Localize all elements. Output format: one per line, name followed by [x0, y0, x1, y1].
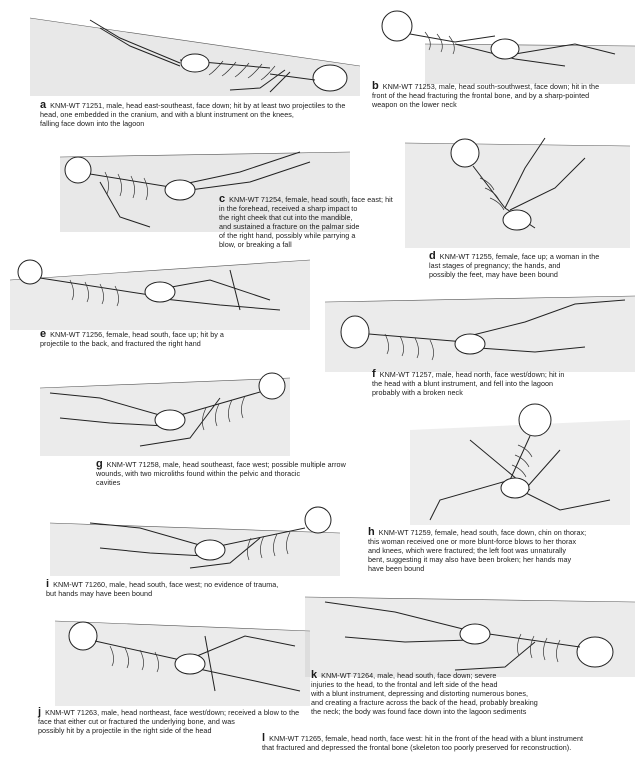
panel-letter-j: j — [38, 706, 42, 718]
panel-letter-h: h — [368, 526, 375, 538]
skeleton-illustration-k — [304, 582, 636, 677]
skeleton-illustration-g — [39, 368, 291, 456]
skeleton-illustration-b — [365, 4, 636, 84]
panel-letter-e: e — [40, 328, 47, 340]
panel-letter-d: d — [429, 250, 436, 262]
caption-text-a: KNM-WT 71251, male, head east-southeast,… — [40, 101, 346, 128]
panel-letter-c: c — [219, 193, 226, 205]
panel-letter-i: i — [46, 578, 50, 590]
panel-letter-g: g — [96, 458, 103, 470]
panel-letter-f: f — [372, 368, 376, 380]
caption-text-f: KNM-WT 71257, male, head north, face wes… — [372, 370, 565, 397]
panel-letter-a: a — [40, 99, 47, 111]
skeleton-illustration-d — [404, 128, 631, 248]
caption-text-i: KNM-WT 71260, male, head south, face wes… — [46, 580, 279, 598]
caption-text-g: KNM-WT 71258, male, head southeast, face… — [96, 460, 346, 487]
caption-text-b: KNM-WT 71253, male, head south-southwest… — [372, 82, 600, 109]
panel-letter-b: b — [372, 80, 379, 92]
caption-text-c: KNM-WT 71254, female, head south, face e… — [219, 195, 393, 249]
skeleton-illustration-e — [9, 250, 311, 330]
caption-text-k: KNM-WT 71264, male, head south, face dow… — [311, 671, 538, 716]
skeleton-illustration-i — [49, 498, 341, 576]
skeleton-illustration-j — [54, 606, 311, 706]
skeleton-illustration-f — [324, 292, 636, 372]
caption-text-h: KNM-WT 71259, female, head south, face d… — [368, 528, 587, 573]
panel-letter-l: l — [262, 732, 266, 744]
skeleton-illustration-c — [59, 132, 351, 232]
caption-text-e: KNM-WT 71256, female, head south, face u… — [40, 330, 224, 348]
panel-letter-k: k — [311, 669, 318, 681]
caption-text-l: KNM-WT 71265, female, head north, face w… — [262, 734, 584, 752]
skeleton-illustration-a — [29, 8, 361, 96]
caption-text-j: KNM-WT 71263, male, head northeast, face… — [38, 708, 300, 735]
skeleton-illustration-h — [410, 400, 630, 525]
caption-text-d: KNM-WT 71255, female, face up; a woman i… — [429, 252, 600, 279]
